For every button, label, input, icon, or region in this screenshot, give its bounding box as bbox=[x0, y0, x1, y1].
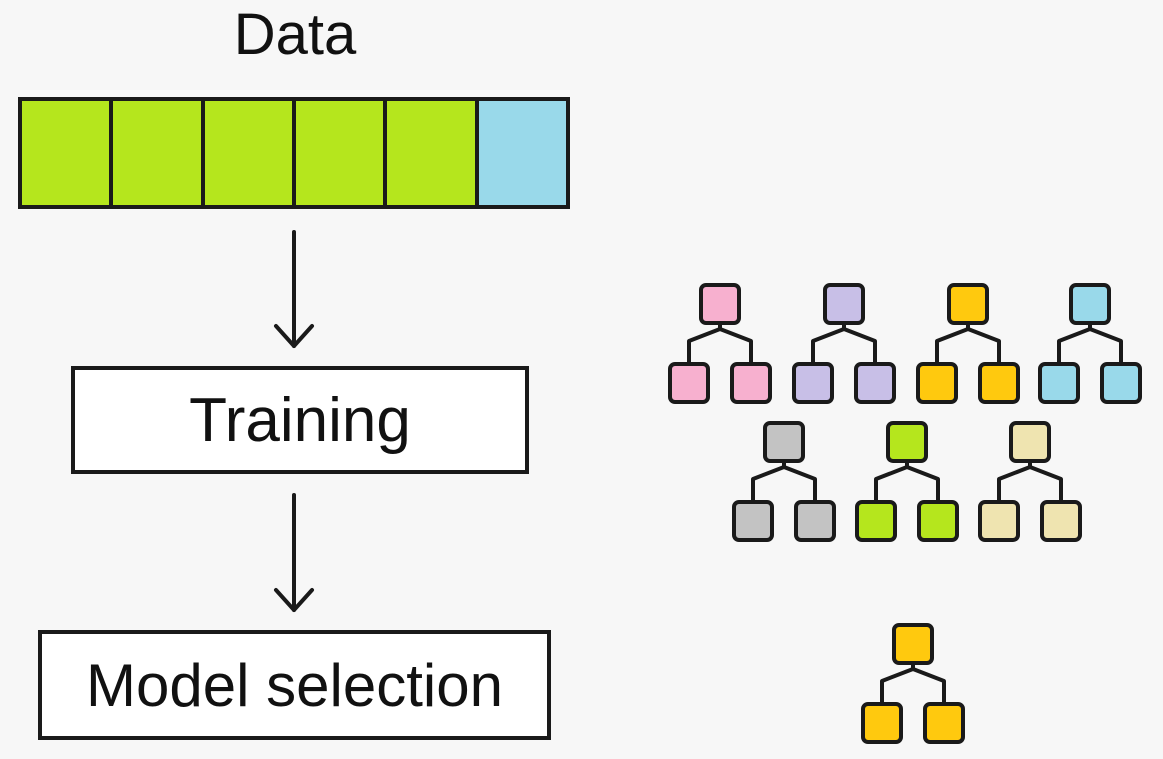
selected-tree bbox=[861, 623, 965, 744]
model-selection-label: Model selection bbox=[86, 651, 503, 719]
data-segment-6 bbox=[478, 101, 566, 205]
selected-model-tree bbox=[861, 623, 965, 744]
root-node bbox=[823, 283, 865, 325]
right-node bbox=[1100, 362, 1142, 404]
candidate-tree-2 bbox=[792, 283, 896, 404]
left-node bbox=[1038, 362, 1080, 404]
candidate-tree-3 bbox=[916, 283, 1020, 404]
candidate-tree-7 bbox=[978, 421, 1082, 542]
left-node bbox=[732, 500, 774, 542]
candidate-tree-4 bbox=[1038, 283, 1142, 404]
arrow-training-to-selection bbox=[274, 493, 314, 612]
left-node bbox=[861, 702, 903, 744]
root-node bbox=[1069, 283, 1111, 325]
right-node bbox=[730, 362, 772, 404]
candidate-tree-5 bbox=[732, 421, 836, 542]
right-node bbox=[923, 702, 965, 744]
data-bar bbox=[18, 97, 570, 209]
right-node bbox=[917, 500, 959, 542]
candidate-trees bbox=[668, 283, 1142, 542]
data-segment-1 bbox=[22, 101, 114, 205]
data-segment-4 bbox=[295, 101, 388, 205]
right-node bbox=[794, 500, 836, 542]
right-node bbox=[978, 362, 1020, 404]
root-node bbox=[947, 283, 989, 325]
candidate-tree-1 bbox=[668, 283, 772, 404]
left-node bbox=[916, 362, 958, 404]
data-segment-2 bbox=[113, 101, 205, 205]
training-label: Training bbox=[189, 385, 411, 455]
root-node bbox=[1009, 421, 1051, 463]
candidate-tree-6 bbox=[855, 421, 959, 542]
root-node bbox=[886, 421, 928, 463]
root-node bbox=[699, 283, 741, 325]
data-title: Data bbox=[233, 2, 357, 67]
arrow-data-to-training bbox=[274, 230, 314, 348]
root-node bbox=[763, 421, 805, 463]
left-node bbox=[792, 362, 834, 404]
model-selection-box: Model selection bbox=[38, 630, 551, 740]
right-node bbox=[854, 362, 896, 404]
training-box: Training bbox=[71, 366, 529, 474]
flow-arrows bbox=[274, 230, 314, 612]
left-node bbox=[855, 500, 897, 542]
data-segment-3 bbox=[204, 101, 296, 205]
left-node bbox=[978, 500, 1020, 542]
right-node bbox=[1040, 500, 1082, 542]
left-node bbox=[668, 362, 710, 404]
root-node bbox=[892, 623, 934, 665]
data-segment-5 bbox=[387, 101, 479, 205]
